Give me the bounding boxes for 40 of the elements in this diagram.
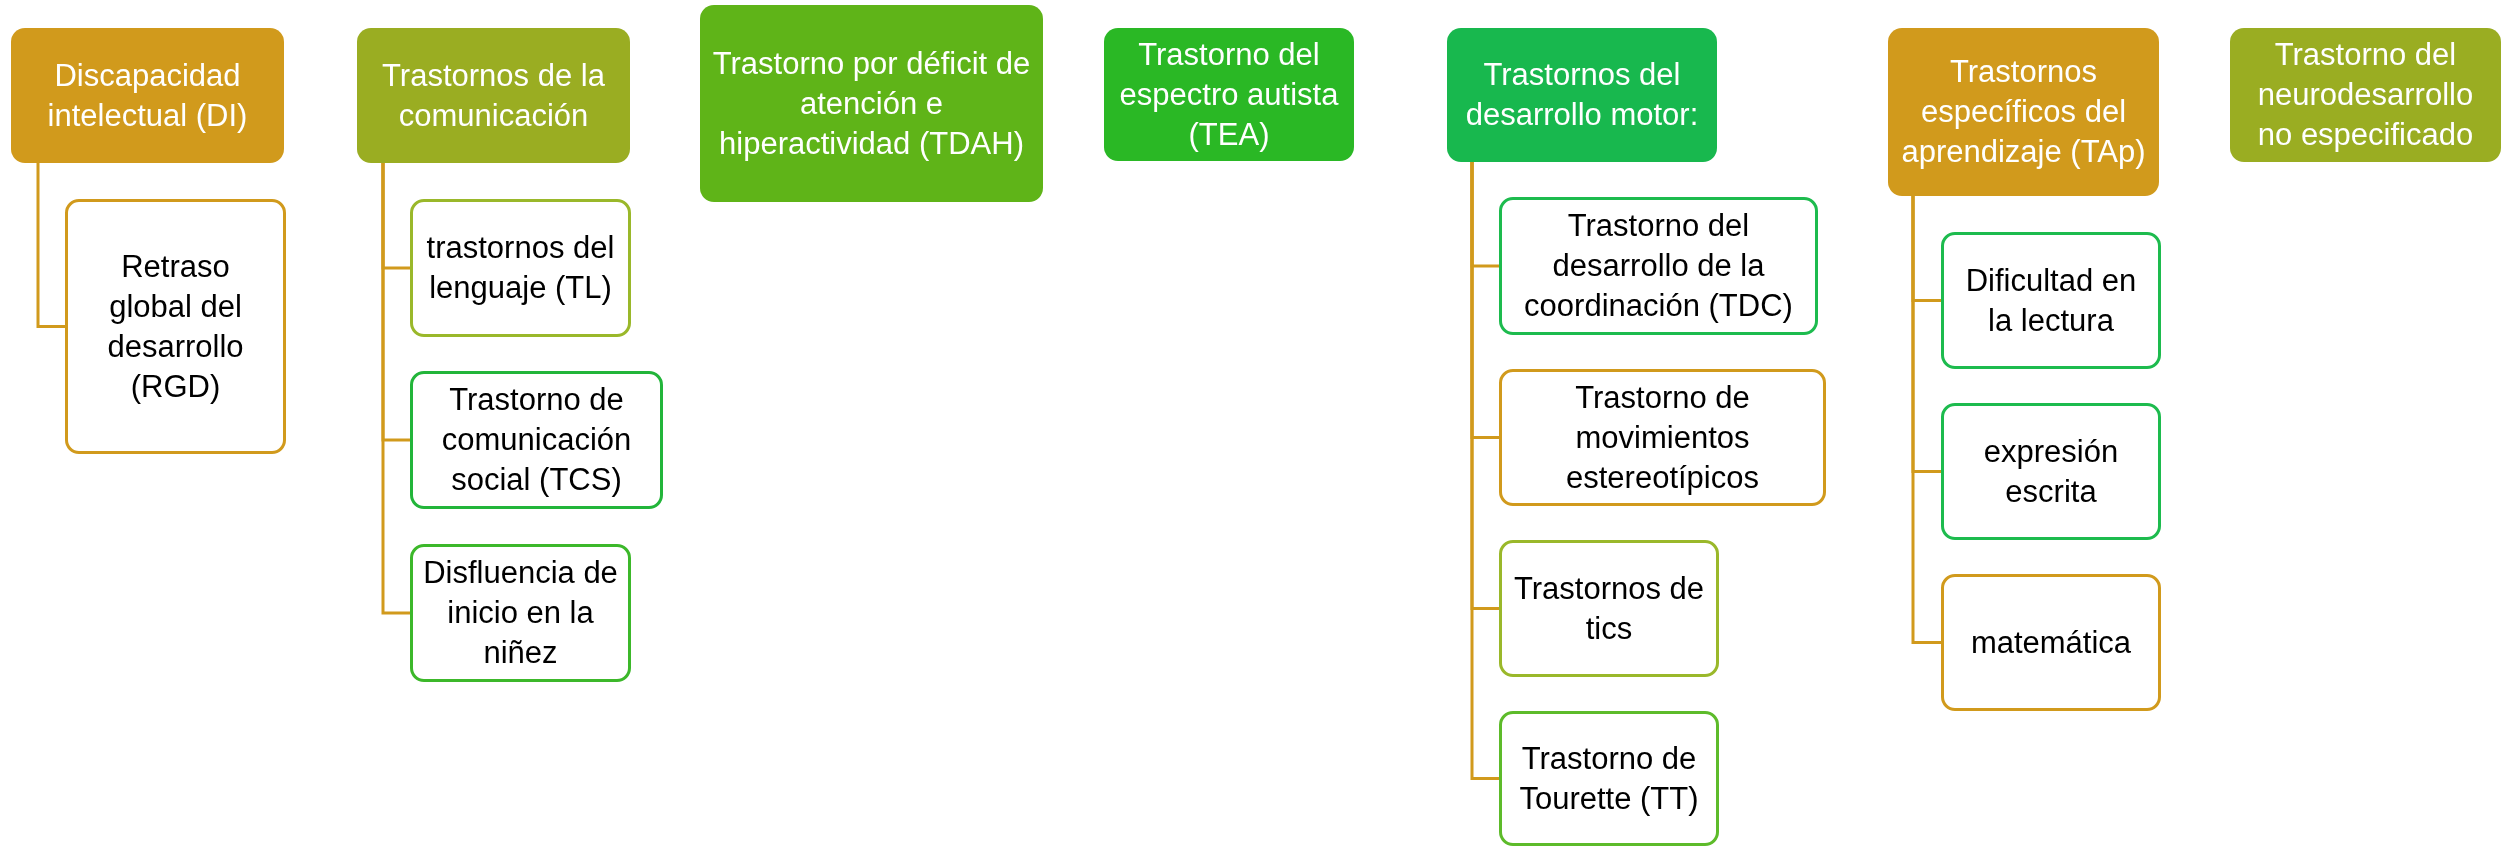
connector-line [1911, 196, 1941, 644]
subcategory-label: Disfluencia de inicio en la niñez [422, 554, 619, 672]
category-box [700, 5, 1043, 202]
subcategory-label: expresión escrita [1982, 432, 2120, 511]
subcategory-label: trastornos del lenguaje (TL) [425, 229, 616, 307]
category-label: Discapacidad intelectual (DI) [46, 56, 249, 135]
subcategory-box [410, 371, 663, 509]
subcategory-label: Dificultad en la lectura [1964, 261, 2138, 340]
category-label: Trastornos específicos del aprendizaje (TAp) [1900, 53, 2147, 171]
category-box [1104, 28, 1354, 161]
subcategory-box [1941, 574, 2161, 711]
subcategory-label: Retraso global del desarrollo (RGD) [106, 247, 245, 406]
subcategory-label: Trastorno de Tourette (TT) [1518, 739, 1700, 818]
category-label: Trastorno del neurodesarrollo no especificado [2256, 36, 2475, 154]
subcategory-label: Trastorno de comunicación social (TCS) [440, 381, 633, 499]
subcategory-box [410, 544, 631, 682]
subcategory-box [1499, 711, 1719, 846]
subcategory-box [1941, 403, 2161, 540]
category-box [1888, 28, 2159, 196]
category-label: Trastornos del desarrollo motor: [1464, 56, 1700, 134]
subcategory-label: Trastorno de movimientos estereotípicos [1565, 378, 1760, 497]
category-label: Trastorno por déficit de atención e hiperactividad (TDAH) [711, 44, 1032, 163]
subcategory-box [65, 199, 286, 454]
category-box [1447, 28, 1717, 162]
subcategory-box [410, 199, 631, 337]
connector-line [1470, 162, 1499, 780]
category-label: Trastornos de la comunicación [381, 56, 606, 135]
subcategory-label: Trastorno del desarrollo de la coordinación (TDC) [1523, 207, 1794, 325]
category-box [11, 28, 284, 163]
subcategory-box [1499, 197, 1818, 335]
subcategory-box [1941, 232, 2161, 369]
category-label: Trastorno del espectro autista (TEA) [1118, 35, 1340, 154]
category-box [2230, 28, 2501, 162]
subcategory-box [1499, 540, 1719, 677]
subcategory-box [1499, 369, 1826, 506]
connector-line [36, 163, 65, 328]
subcategory-label: matemática [1970, 623, 2132, 662]
subcategory-label: Trastornos de tics [1512, 569, 1706, 648]
category-box [357, 28, 630, 163]
connector-line [381, 163, 410, 615]
